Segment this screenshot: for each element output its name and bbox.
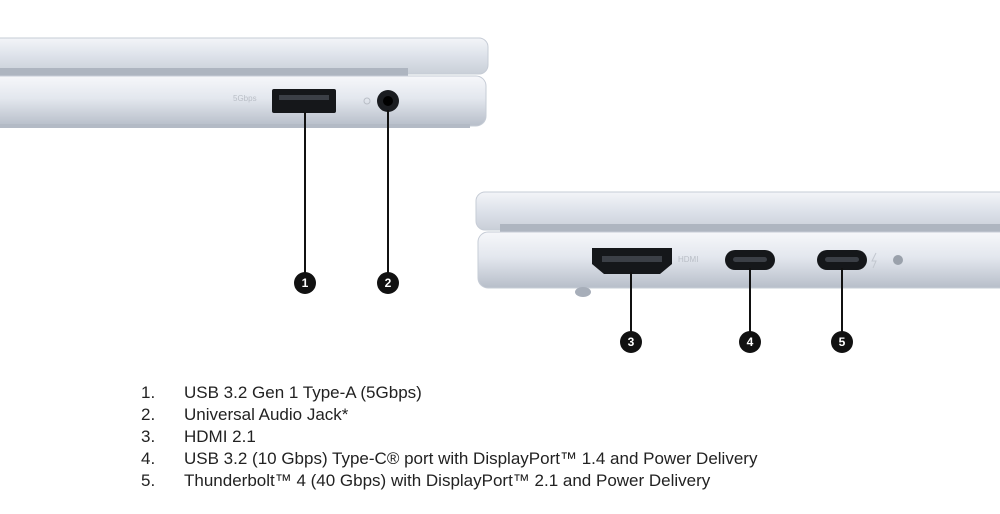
legend-item: 2. Universal Audio Jack* <box>141 404 757 426</box>
legend-item: 5. Thunderbolt™ 4 (40 Gbps) with Display… <box>141 470 757 492</box>
status-light-icon <box>893 255 903 265</box>
legend-item-number: 4. <box>141 449 156 468</box>
usb-a-port-icon: 5Gbps <box>233 89 336 113</box>
callout-lines <box>304 110 843 333</box>
callout-2-label: 2 <box>385 276 392 290</box>
callout-3: 3 <box>620 331 642 353</box>
legend-item: 1. USB 3.2 Gen 1 Type-A (5Gbps) <box>141 382 757 404</box>
legend-item: 4. USB 3.2 (10 Gbps) Type-C® port with D… <box>141 448 757 470</box>
usb-c-port-icon <box>725 250 775 270</box>
legend-item: 3. HDMI 2.1 <box>141 426 757 448</box>
laptop-left-side-view: 5Gbps <box>0 37 489 128</box>
legend-item-text: HDMI 2.1 <box>184 427 256 446</box>
port-legend-list: 1. USB 3.2 Gen 1 Type-A (5Gbps) 2. Unive… <box>141 382 757 492</box>
callout-4: 4 <box>739 331 761 353</box>
legend-item-text: USB 3.2 Gen 1 Type-A (5Gbps) <box>184 383 422 402</box>
legend-item-number: 1. <box>141 383 156 402</box>
laptop-right-side-view: HDMI <box>475 191 1000 297</box>
legend-item-number: 2. <box>141 405 156 424</box>
callout-2: 2 <box>377 272 399 294</box>
usb-a-port-label: 5Gbps <box>233 94 257 103</box>
callout-1: 1 <box>294 272 316 294</box>
thunderbolt-port-icon <box>817 250 877 270</box>
callout-1-label: 1 <box>302 276 309 290</box>
callout-3-label: 3 <box>628 335 635 349</box>
hdmi-port-icon: HDMI <box>592 248 698 274</box>
callout-4-label: 4 <box>747 335 754 349</box>
audio-jack-icon <box>363 90 399 112</box>
callout-5: 5 <box>831 331 853 353</box>
legend-item-text: Thunderbolt™ 4 (40 Gbps) with DisplayPor… <box>184 471 711 490</box>
legend-item-number: 3. <box>141 427 156 446</box>
callout-5-label: 5 <box>839 335 846 349</box>
legend-item-text: USB 3.2 (10 Gbps) Type-C® port with Disp… <box>184 449 758 468</box>
legend-item-number: 5. <box>141 471 156 490</box>
laptop-side-views-figure: 5Gbps HDMI <box>0 37 1000 353</box>
legend-item-text: Universal Audio Jack* <box>184 405 349 424</box>
hdmi-port-label: HDMI <box>678 255 698 264</box>
